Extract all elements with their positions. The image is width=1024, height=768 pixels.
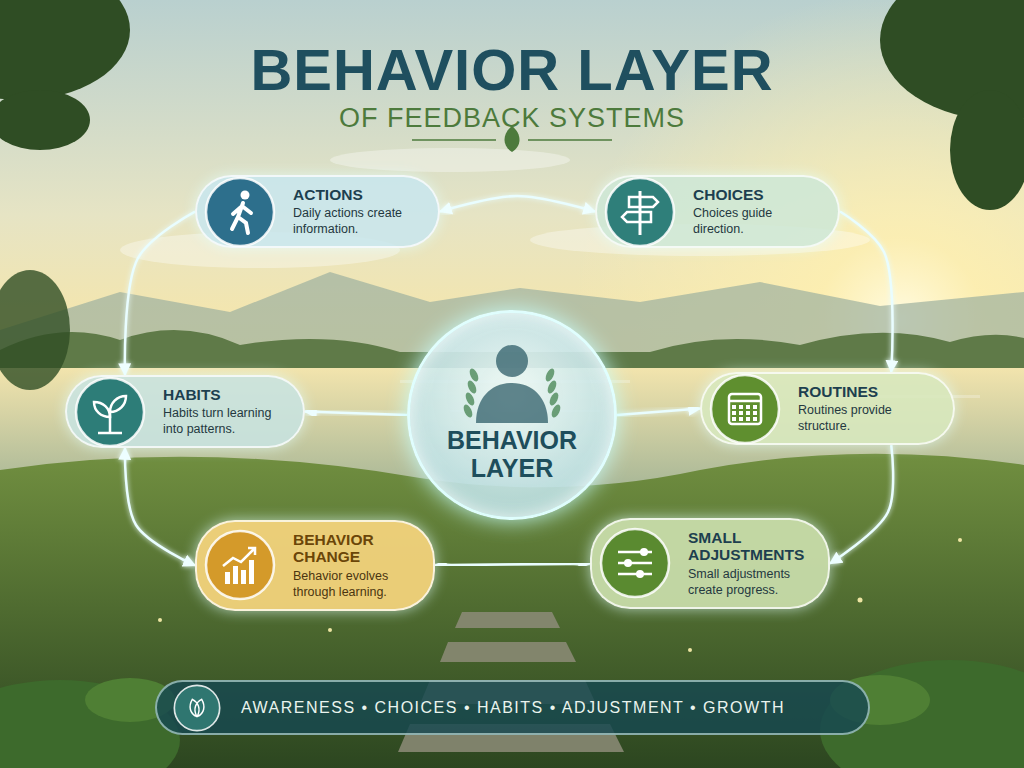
process-pill: BEHAVIOR CHANGEBehavior evolves through … — [195, 520, 435, 611]
flow-arrow — [125, 448, 195, 565]
node-body: Small adjustments create progress. — [688, 567, 816, 598]
node-heading: ROUTINES — [798, 383, 941, 401]
process-pill: SMALL ADJUSTMENTSSmall adjustments creat… — [590, 518, 830, 609]
process-pill: CHOICES Choices guide direction. — [595, 175, 840, 248]
flow-arrow — [125, 212, 195, 375]
node-body: Habits turn learning into patterns. — [163, 406, 291, 437]
node-icon — [601, 173, 679, 251]
node-heading: CHOICES — [693, 186, 826, 204]
flow-arrow — [440, 196, 595, 212]
node-heading: ACTIONS — [293, 186, 426, 204]
flow-arrow — [617, 409, 700, 415]
keyword-band: AWARENESS • CHOICES • HABITS • ADJUSTMEN… — [155, 680, 870, 735]
node-body: Routines provide structure. — [798, 403, 941, 434]
node-body: Behavior evolves through learning. — [293, 569, 421, 600]
flow-arrow — [305, 412, 407, 415]
process-pill: ROUTINES Routines provide structure. — [700, 372, 955, 445]
node-heading: AWARENESS • CHOICES • HABITS • ADJUSTMEN… — [241, 699, 842, 717]
node-body: Daily actions create information. — [293, 206, 426, 237]
node-icon — [71, 373, 149, 451]
node-icon — [596, 524, 674, 602]
node-heading: BEHAVIOR CHANGE — [293, 531, 421, 567]
flow-arrow — [840, 212, 893, 372]
node-heading: BEHAVIOR LAYER — [427, 426, 597, 484]
process-pill: HABITS Habits turn learning into patterns… — [65, 375, 305, 448]
node-body: Choices guide direction. — [693, 206, 826, 237]
node-icon — [201, 173, 279, 251]
diagram-title: BEHAVIOR LAYER — [0, 38, 1024, 102]
subtitle: OF FEEDBACK SYSTEMS — [0, 102, 1024, 134]
node-icon — [201, 526, 279, 604]
flow-arrow — [830, 445, 893, 563]
node-heading: HABITS — [163, 386, 291, 404]
node-icon — [706, 370, 784, 448]
node-icon — [171, 682, 223, 734]
flow-arrow — [435, 563, 590, 565]
center-circle: BEHAVIOR LAYER — [407, 310, 617, 520]
node-heading: SMALL ADJUSTMENTS — [688, 529, 816, 565]
process-pill: ACTIONS Daily actions create information. — [195, 175, 440, 248]
person-silhouette — [410, 313, 614, 517]
